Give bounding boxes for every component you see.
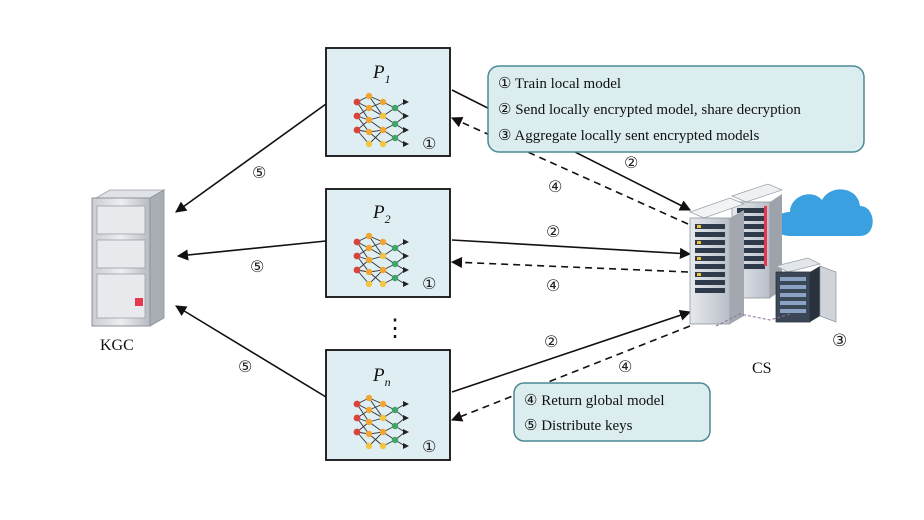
label-kgc-to-p1: ⑤ — [252, 163, 266, 182]
participant-p2: P2 ① — [325, 188, 451, 298]
ellipsis: ⋮ — [383, 316, 407, 342]
label-kgc-to-p2: ⑤ — [250, 257, 264, 276]
arrow-p1-to-kgc — [175, 103, 327, 213]
kgc-server-icon — [91, 189, 166, 327]
participant-p1: P1 ① — [325, 47, 451, 157]
label-cs-to-p1: ④ — [548, 177, 562, 196]
arrow-p2-to-kgc — [176, 240, 327, 261]
participant-label: P1 — [372, 62, 391, 86]
cs-step-badge: ③ — [832, 331, 847, 351]
step-badge: ① — [422, 437, 436, 456]
kgc-label: KGC — [100, 337, 134, 354]
participant-label: Pn — [372, 365, 391, 389]
participant-label: P2 — [372, 202, 391, 226]
label-cs-to-p2: ④ — [546, 276, 560, 295]
legend-item: ② Send locally encrypted model, share de… — [498, 102, 801, 118]
label-p2-to-cs: ② — [546, 222, 560, 241]
kgc-server: KGC — [91, 189, 166, 354]
label-kgc-to-pn: ⑤ — [238, 357, 252, 376]
arrow-cs-to-pn — [450, 325, 691, 422]
label-p1-to-cs: ② — [624, 153, 638, 172]
server-rack-icon — [689, 183, 837, 327]
arrow-pn-to-cs — [451, 309, 692, 393]
arrow-pn-to-kgc — [175, 305, 327, 398]
edge-labels: ② ④ ② ④ ② ④ ⑤ ⑤ ⑤ — [238, 153, 638, 376]
legend-top: ① Train local model ② Send locally encry… — [487, 65, 865, 153]
legend-item: ④ Return global model — [524, 393, 665, 409]
legend-bottom: ④ Return global model ⑤ Distribute keys — [513, 382, 711, 442]
legend-item: ③ Aggregate locally sent encrypted model… — [498, 128, 759, 144]
step-badge: ① — [422, 274, 436, 293]
legend-item: ⑤ Distribute keys — [524, 418, 633, 434]
cs-label: CS — [752, 360, 772, 377]
step-badge: ① — [422, 134, 436, 153]
cs-server: ③ CS — [689, 183, 873, 377]
arrow-cs-to-p2 — [450, 256, 689, 273]
label-cs-to-pn: ④ — [618, 357, 632, 376]
cloud-icon — [775, 189, 873, 236]
participant-pn: Pn ① — [325, 349, 451, 461]
arrow-p2-to-cs — [451, 239, 692, 259]
legend-item: ① Train local model — [498, 76, 621, 92]
label-pn-to-cs: ② — [544, 332, 558, 351]
